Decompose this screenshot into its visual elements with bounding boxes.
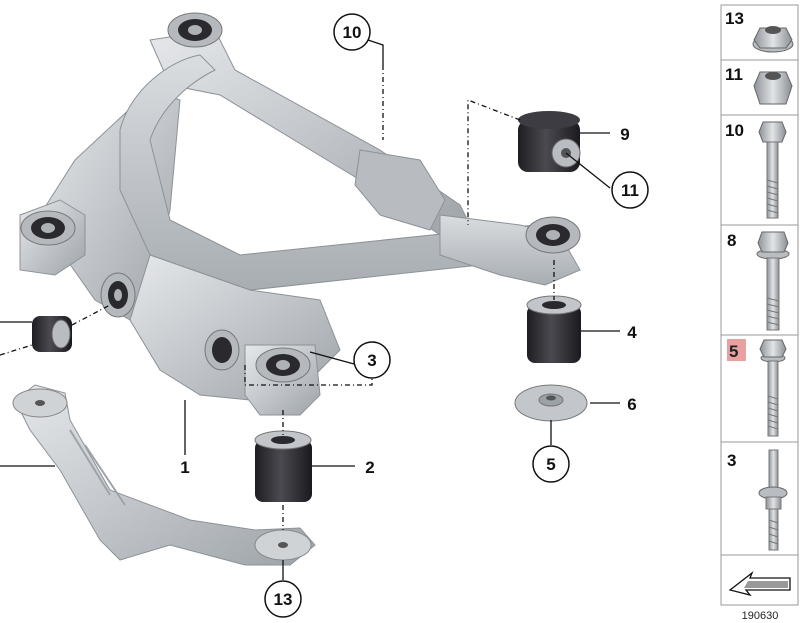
svg-text:3: 3 [367, 351, 376, 370]
strut-bracket-part-13 [12, 384, 316, 566]
svg-text:9: 9 [620, 125, 629, 144]
callout-11: 11 [611, 171, 649, 209]
callout-4: 4 [627, 323, 637, 342]
rear-axle-subframe [19, 12, 581, 416]
washer-part-6 [514, 384, 588, 422]
svg-text:5: 5 [546, 455, 555, 474]
leader-lines [0, 39, 620, 580]
callout-10: 10 [333, 13, 371, 51]
callout-6: 6 [627, 395, 636, 414]
callout-3: 3 [353, 341, 391, 379]
hex-bolt-icon [758, 121, 787, 219]
reference-number: 190630 [742, 610, 779, 622]
svg-text:10: 10 [725, 121, 744, 140]
legend-item-11: 11 [725, 65, 793, 105]
callout-13: 13 [264, 580, 302, 618]
callout-5: 5 [532, 445, 570, 483]
highlight-box [727, 339, 746, 361]
legend-item-3: 3 [727, 449, 788, 551]
legend-item-13: 13 [725, 9, 794, 53]
stud-bolt-icon [759, 339, 787, 437]
svg-text:11: 11 [725, 65, 743, 84]
svg-text:6: 6 [627, 395, 636, 414]
legend-item-5: 5 [727, 339, 787, 437]
legend-item-8: 8 [727, 231, 790, 331]
flange-bolt-icon [756, 231, 790, 331]
svg-text:2: 2 [365, 458, 374, 477]
pointer-arrow-icon [728, 571, 791, 597]
callout-1: 1 [180, 458, 189, 477]
svg-text:13: 13 [274, 590, 293, 609]
svg-text:3: 3 [727, 451, 736, 470]
hardware-legend: 13 11 10 8 [720, 4, 799, 606]
svg-text:13: 13 [725, 9, 744, 28]
legend-item-10: 10 [725, 121, 787, 219]
svg-text:4: 4 [627, 323, 637, 342]
callout-2: 2 [365, 458, 374, 477]
hex-nut-icon [753, 71, 793, 105]
svg-text:8: 8 [727, 231, 736, 250]
bushing-part-8 [32, 316, 72, 352]
svg-text:11: 11 [621, 181, 639, 200]
bushing-part-9 [518, 111, 581, 172]
flange-nut-icon [752, 26, 794, 53]
bushing-part-4 [526, 295, 582, 363]
callout-9: 9 [620, 125, 629, 144]
bushing-part-2 [254, 430, 312, 502]
svg-text:10: 10 [343, 23, 362, 42]
svg-text:5: 5 [729, 342, 738, 361]
svg-text:1: 1 [180, 458, 189, 477]
stud-icon [758, 449, 788, 551]
